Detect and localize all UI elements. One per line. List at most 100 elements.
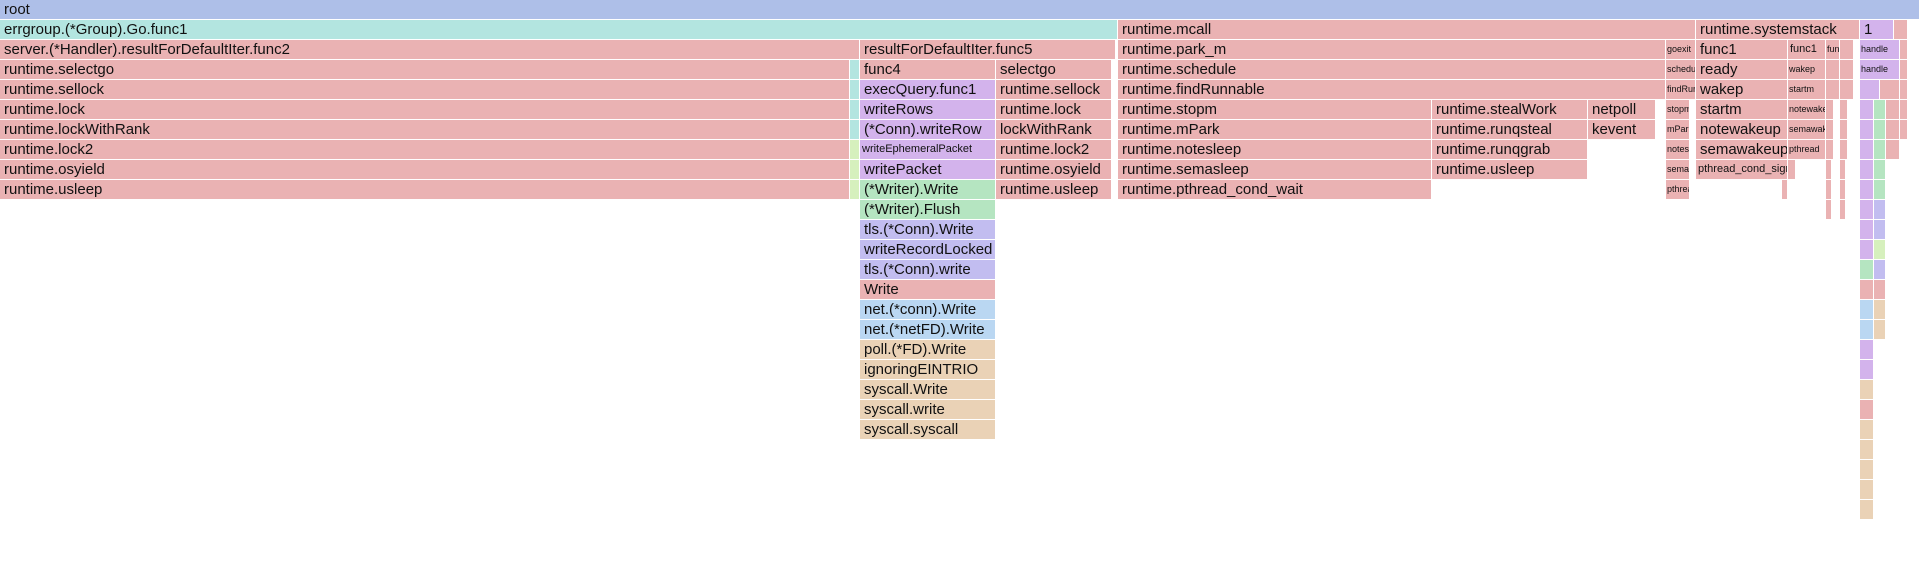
frame-unlabeled[interactable] xyxy=(1874,100,1886,119)
frame-runtime-lockwithrank[interactable]: runtime.lockWithRank xyxy=(0,120,850,139)
frame-schedule[interactable]: schedule xyxy=(1666,60,1696,79)
frame-runtime-park-m[interactable]: runtime.park_m xyxy=(1118,40,1666,59)
frame-unlabeled[interactable] xyxy=(1860,120,1874,139)
frame-startm[interactable]: startm xyxy=(1788,80,1826,99)
frame-netpoll[interactable]: netpoll xyxy=(1588,100,1656,119)
frame-unlabeled[interactable] xyxy=(850,100,860,119)
frame-server-handler-resultfordefaultiter-func2[interactable]: server.(*Handler).resultForDefaultIter.f… xyxy=(0,40,860,59)
frame-wakep[interactable]: wakep xyxy=(1788,60,1826,79)
frame-unlabeled[interactable] xyxy=(1874,320,1886,339)
frame-unlabeled[interactable] xyxy=(1826,80,1840,99)
frame-errgroup-group-go-func1[interactable]: errgroup.(*Group).Go.func1 xyxy=(0,20,1118,39)
frame-1[interactable]: 1 xyxy=(1860,20,1894,39)
frame-runtime-mcall[interactable]: runtime.mcall xyxy=(1118,20,1696,39)
frame-writer-flush[interactable]: (*Writer).Flush xyxy=(860,200,996,219)
frame-unlabeled[interactable] xyxy=(1840,180,1846,199)
frame-tls-conn-write[interactable]: tls.(*Conn).Write xyxy=(860,220,996,239)
frame-unlabeled[interactable] xyxy=(1788,160,1796,179)
frame-runtime-selectgo[interactable]: runtime.selectgo xyxy=(0,60,850,79)
frame-unlabeled[interactable] xyxy=(1860,500,1874,519)
frame-tls-conn-write[interactable]: tls.(*Conn).write xyxy=(860,260,996,279)
frame-unlabeled[interactable] xyxy=(1860,380,1874,399)
frame-semawakeup[interactable]: semawakeup xyxy=(1696,140,1788,159)
frame-unlabeled[interactable] xyxy=(850,80,860,99)
frame-unlabeled[interactable] xyxy=(1840,60,1854,79)
frame-runtime-schedule[interactable]: runtime.schedule xyxy=(1118,60,1666,79)
frame-runtime-systemstack[interactable]: runtime.systemstack xyxy=(1696,20,1860,39)
frame-runtime-semasleep[interactable]: runtime.semasleep xyxy=(1118,160,1432,179)
frame-unlabeled[interactable] xyxy=(850,140,860,159)
frame-unlabeled[interactable] xyxy=(1840,40,1854,59)
frame-kevent[interactable]: kevent xyxy=(1588,120,1656,139)
frame-unlabeled[interactable] xyxy=(1860,480,1874,499)
frame-unlabeled[interactable] xyxy=(1886,100,1900,119)
frame-unlabeled[interactable] xyxy=(1874,300,1886,319)
frame-unlabeled[interactable] xyxy=(1840,100,1848,119)
frame-unlabeled[interactable] xyxy=(1886,120,1900,139)
frame-unlabeled[interactable] xyxy=(1860,440,1874,459)
frame-unlabeled[interactable] xyxy=(1860,220,1874,239)
frame-unlabeled[interactable] xyxy=(1826,180,1832,199)
frame-resultfordefaultiter-func5[interactable]: resultForDefaultIter.func5 xyxy=(860,40,1116,59)
frame-unlabeled[interactable] xyxy=(1874,200,1886,219)
frame-unlabeled[interactable] xyxy=(1874,160,1886,179)
frame-runtime-lock[interactable]: runtime.lock xyxy=(0,100,850,119)
frame-unlabeled[interactable] xyxy=(1840,140,1848,159)
frame-unlabeled[interactable] xyxy=(1860,160,1874,179)
frame-unlabeled[interactable] xyxy=(1874,260,1886,279)
frame-unlabeled[interactable] xyxy=(1860,320,1874,339)
frame-runtime-usleep[interactable]: runtime.usleep xyxy=(0,180,850,199)
frame-syscall-syscall[interactable]: syscall.syscall xyxy=(860,420,996,439)
frame-wakep[interactable]: wakep xyxy=(1696,80,1788,99)
frame-execquery-func1[interactable]: execQuery.func1 xyxy=(860,80,996,99)
frame-func4[interactable]: func4 xyxy=(860,60,996,79)
frame-runtime-sellock[interactable]: runtime.sellock xyxy=(0,80,850,99)
frame-unlabeled[interactable] xyxy=(1840,80,1854,99)
frame-unlabeled[interactable] xyxy=(1860,340,1874,359)
frame-unlabeled[interactable] xyxy=(1900,60,1908,79)
frame-syscall-write[interactable]: syscall.write xyxy=(860,400,996,419)
frame-findrunnable[interactable]: findRunnable xyxy=(1666,80,1696,99)
frame-writerows[interactable]: writeRows xyxy=(860,100,996,119)
frame-unlabeled[interactable] xyxy=(1826,120,1834,139)
frame-handle[interactable]: handle xyxy=(1860,40,1900,59)
frame-unlabeled[interactable] xyxy=(1860,240,1874,259)
frame-unlabeled[interactable] xyxy=(1826,140,1834,159)
frame-unlabeled[interactable] xyxy=(850,60,860,79)
frame-goexit[interactable]: goexit xyxy=(1666,40,1696,59)
frame-func1[interactable]: func1 xyxy=(1788,40,1826,59)
frame-startm[interactable]: startm xyxy=(1696,100,1788,119)
frame-unlabeled[interactable] xyxy=(1826,160,1832,179)
frame-runtime-runqsteal[interactable]: runtime.runqsteal xyxy=(1432,120,1588,139)
frame-unlabeled[interactable] xyxy=(1874,140,1886,159)
frame-unlabeled[interactable] xyxy=(1826,60,1840,79)
frame-runtime-pthread-cond-wait[interactable]: runtime.pthread_cond_wait xyxy=(1118,180,1432,199)
frame-runtime-sellock[interactable]: runtime.sellock xyxy=(996,80,1112,99)
frame-runtime-lock2[interactable]: runtime.lock2 xyxy=(996,140,1112,159)
frame-selectgo[interactable]: selectgo xyxy=(996,60,1112,79)
frame-runtime-usleep[interactable]: runtime.usleep xyxy=(1432,160,1588,179)
frame-unlabeled[interactable] xyxy=(1860,300,1874,319)
frame-writer-write[interactable]: (*Writer).Write xyxy=(860,180,996,199)
frame-unlabeled[interactable] xyxy=(850,160,860,179)
frame-notewakeup[interactable]: notewakeup xyxy=(1696,120,1788,139)
frame-unlabeled[interactable] xyxy=(1840,160,1846,179)
frame-notewakeup[interactable]: notewakeup xyxy=(1788,100,1826,119)
frame-pthread[interactable]: pthread xyxy=(1666,180,1690,199)
frame-unlabeled[interactable] xyxy=(1900,100,1908,119)
frame-unlabeled[interactable] xyxy=(1860,280,1874,299)
frame-unlabeled[interactable] xyxy=(1860,400,1874,419)
frame-unlabeled[interactable] xyxy=(1860,360,1874,379)
frame-unlabeled[interactable] xyxy=(1860,420,1874,439)
frame-semasleep[interactable]: semasleep xyxy=(1666,160,1690,179)
frame-unlabeled[interactable] xyxy=(1860,260,1874,279)
frame-unlabeled[interactable] xyxy=(1874,220,1886,239)
frame-pthread-cond-signal[interactable]: pthread_cond_signal xyxy=(1696,160,1788,179)
frame-notesleep[interactable]: notesleep xyxy=(1666,140,1690,159)
frame-func[interactable]: func xyxy=(1826,40,1840,59)
frame-unlabeled[interactable] xyxy=(1874,120,1886,139)
frame-runtime-lock2[interactable]: runtime.lock2 xyxy=(0,140,850,159)
frame-runtime-notesleep[interactable]: runtime.notesleep xyxy=(1118,140,1432,159)
frame-unlabeled[interactable] xyxy=(1880,80,1900,99)
frame-lockwithrank[interactable]: lockWithRank xyxy=(996,120,1112,139)
